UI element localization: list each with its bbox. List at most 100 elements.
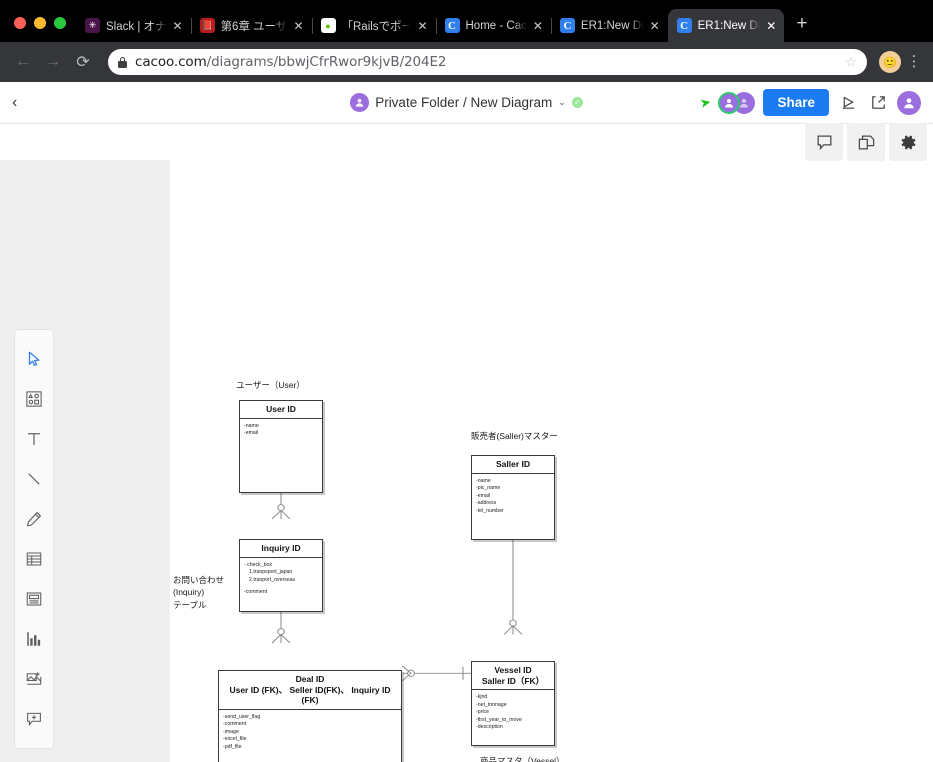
attribute: -description [476,724,503,731]
workspace: User ID -name -email ユーザー（User） Inquiry … [0,123,933,762]
close-icon[interactable]: ✕ [293,18,304,33]
close-icon[interactable]: ✕ [172,18,183,33]
close-icon[interactable]: ✕ [649,18,660,33]
attribute: -comment [244,589,268,596]
browser-tab-slack[interactable]: ✳ Slack | オナ ✕ [76,9,192,42]
browser-tab-chapter6[interactable]: 📕 第6章 ユーザ ✕ [191,9,313,42]
cacoo-icon: C [444,18,460,33]
attribute: -email [476,492,491,499]
entity-inquiry[interactable]: Inquiry ID - check_box 1.tranpsport_japa… [239,539,323,612]
image-plus-tool[interactable] [14,659,54,699]
entity-attributes: -name -pic_name -email -address -tel_num… [472,474,554,516]
browser-tab-er1-b-active[interactable]: C ER1:New Di ✕ [667,9,785,42]
browser-tab-cacoo-home[interactable]: C Home - Cac ✕ [436,9,552,42]
app-header-actions: ➤ Share [698,89,921,116]
entity-attributes: -kjnd -net_tonnage -price -first_year_to… [472,690,554,732]
page-title[interactable]: Private Folder / New Diagram [375,95,553,110]
attribute: -net_tonnage [476,701,507,708]
canvas-area[interactable]: User ID -name -email ユーザー（User） Inquiry … [0,160,933,762]
entity-title: User ID [240,401,322,419]
window-traffic-lights [4,17,76,42]
shapes-tool[interactable] [14,379,54,419]
qiita-icon: ● [320,18,336,33]
share-button[interactable]: Share [763,89,829,116]
tab-title: ER1:New Di [697,19,761,32]
entity-deal[interactable]: Deal ID User ID (FK)、 Seller ID(FK)、 Inq… [218,670,402,762]
close-icon[interactable]: ✕ [532,18,543,33]
table-tool[interactable] [14,539,54,579]
attribute: -price [476,709,489,716]
cacoo-icon: C [676,18,692,33]
caption-vessel: 商品マスタ（Vessel） [480,756,565,762]
sheets-panel-button[interactable] [847,123,885,161]
address-bar-url: cacoo.com/diagrams/bbwjCfrRwor9kjvB/204E… [135,54,836,70]
attribute: -pic_name [476,485,501,492]
chrome-profile-avatar[interactable]: 🙂 [879,51,901,73]
attribute: -name [244,422,259,429]
attribute: -image [223,728,239,735]
avatar[interactable] [718,91,741,114]
browser-tab-rails[interactable]: ● 「Railsでポー ✕ [312,9,437,42]
line-tool[interactable] [14,459,54,499]
maximize-window-button[interactable] [54,17,66,29]
folder-avatar-icon [350,93,370,112]
entity-title-main: Vessel ID [494,665,532,675]
chevron-down-icon[interactable]: ⌄ [558,97,566,107]
caption-inquiry: お問い合わせ (Inquiry) テーブル [173,575,225,610]
minimize-window-button[interactable] [34,17,46,29]
comment-panel-button[interactable] [805,123,843,161]
bar-chart-tool[interactable] [14,619,54,659]
cacoo-icon: C [559,18,575,33]
browser-toolbar: ← → ⟳ cacoo.com/diagrams/bbwjCfrRwor9kjv… [0,42,933,82]
close-icon[interactable]: ✕ [766,18,777,33]
chrome-menu-icon[interactable]: ⋮ [906,53,922,70]
attribute: 1.tranpsport_japan [249,569,293,576]
text-tool[interactable] [14,419,54,459]
close-window-button[interactable] [14,17,26,29]
breadcrumb: Private Folder / New Diagram ⌄ ✓ [0,93,933,112]
tab-title: ER1:New Di [580,19,644,32]
bookmark-star-icon[interactable]: ☆ [844,53,857,70]
close-icon[interactable]: ✕ [417,18,428,33]
tab-title: 「Railsでポー [341,20,412,33]
avatar[interactable] [733,91,756,114]
entity-vessel[interactable]: Vessel ID Saller ID（FK） -kjnd -net_tonna… [471,661,555,746]
url-path: /diagrams/bbwjCfrRwor9kjvB/204E2 [206,54,447,70]
forward-icon[interactable]: → [45,53,61,70]
url-host: cacoo.com [135,54,207,70]
attribute: 2.tranport_overseas [249,576,296,583]
card-tool[interactable] [14,579,54,619]
new-tab-button[interactable]: + [796,13,808,34]
user-avatar[interactable] [897,90,921,115]
collaborator-cursor-icon: ➤ [698,93,712,111]
entity-user[interactable]: User ID -name -email [239,400,323,493]
entity-attributes: -send_user_flag -comment -image -excel_f… [219,710,401,752]
select-tool[interactable] [14,339,54,379]
er-diagram: User ID -name -email ユーザー（User） Inquiry … [0,160,933,762]
canvas-toolbar [0,123,933,161]
entity-title-main: Deal ID [295,674,325,684]
caption-saller: 販売者(Saller)マスター [471,431,558,441]
app-back-button[interactable]: ‹ [12,93,18,111]
attribute: -tel_number [476,507,504,514]
tab-title: Slack | オナ [106,20,167,33]
entity-title: Inquiry ID [240,540,322,558]
app-header: ‹ Private Folder / New Diagram ⌄ ✓ ➤ Sha… [0,82,933,124]
address-bar[interactable]: cacoo.com/diagrams/bbwjCfrRwor9kjvB/204E… [108,49,867,75]
gear-icon[interactable] [889,123,927,161]
saved-status-badge: ✓ [571,97,583,108]
comment-plus-tool[interactable] [14,699,54,739]
attribute: -kjnd [476,694,488,701]
entity-saller[interactable]: Saller ID -name -pic_name -email -addres… [471,455,555,540]
browser-tab-er1-a[interactable]: C ER1:New Di ✕ [551,9,668,42]
entity-title: Deal ID User ID (FK)、 Seller ID(FK)、 Inq… [219,671,401,710]
share-out-icon[interactable] [867,92,889,114]
back-icon[interactable]: ← [15,53,31,70]
lock-icon [118,56,127,68]
play-triangle-icon[interactable] [837,92,859,114]
pencil-tool[interactable] [14,499,54,539]
entity-attributes: -name -email [240,419,322,438]
reload-icon[interactable]: ⟳ [76,54,90,71]
tab-title: 第6章 ユーザ [220,20,288,33]
